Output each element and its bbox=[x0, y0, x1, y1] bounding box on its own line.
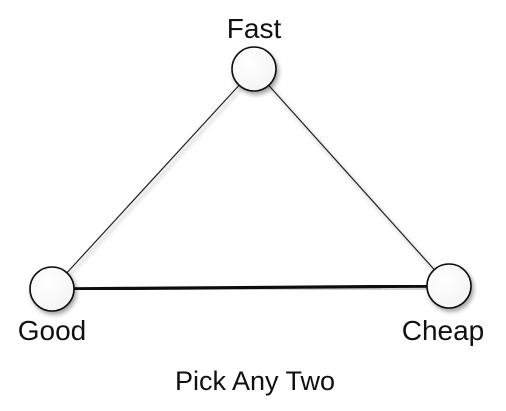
node-good bbox=[29, 266, 75, 312]
node-cheap bbox=[426, 263, 472, 309]
edge-fast-cheap bbox=[253, 68, 450, 287]
node-fast bbox=[231, 46, 277, 92]
label-good: Good bbox=[18, 315, 87, 346]
edge-good-cheap bbox=[51, 284, 450, 291]
diagram-caption: Pick Any Two bbox=[175, 366, 335, 396]
label-fast: Fast bbox=[227, 13, 282, 44]
label-cheap: Cheap bbox=[402, 315, 485, 346]
edge-fast-good bbox=[51, 68, 255, 290]
